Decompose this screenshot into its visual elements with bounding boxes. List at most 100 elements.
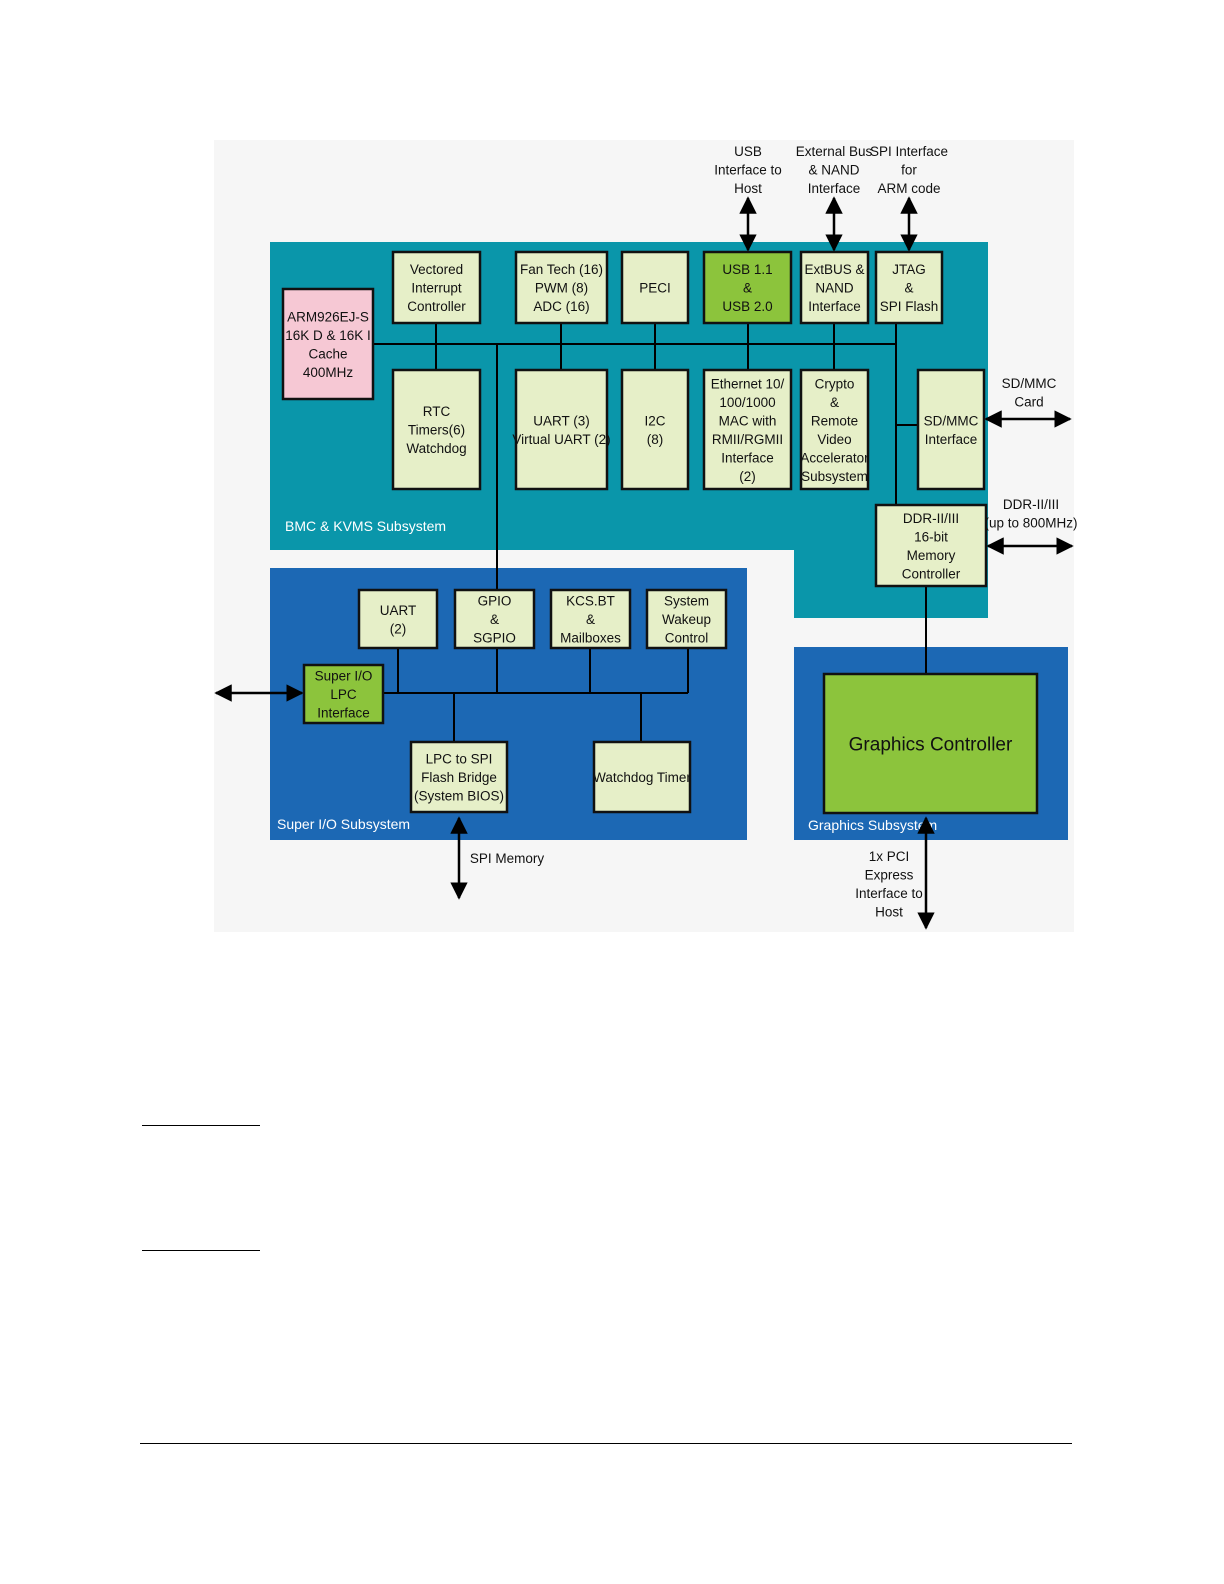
bmc-region-label: BMC & KVMS Subsystem [285, 518, 446, 534]
pci-line-3: Interface to [855, 886, 923, 901]
jtag-line-1: JTAG [892, 262, 926, 277]
uart2-box [357, 588, 439, 650]
usb-line-2: & [743, 281, 752, 296]
kcs-line-2: & [586, 612, 595, 627]
superio-lpc-box [302, 663, 385, 725]
uart3-line-1: UART (3) [533, 413, 590, 428]
fan-line-1: Fan Tech (16) [520, 262, 603, 277]
usb-block: USB 1.1 & USB 2.0 [702, 250, 793, 325]
pci-line-1: 1x PCI [869, 849, 910, 864]
sdmmc-box [916, 368, 986, 491]
pci-line-4: Host [875, 905, 903, 920]
arm-line-2: 16K D & 16K I [285, 328, 371, 343]
fan-line-2: PWM (8) [535, 281, 588, 296]
rtc-box [391, 368, 482, 491]
ddr-line-2: 16-bit [914, 529, 948, 544]
external-arrows [214, 196, 1074, 930]
ext-bus-line-1: External Bus [796, 144, 873, 159]
watchdog-box [592, 740, 692, 814]
crypto-line-3: Remote [811, 413, 858, 428]
spi-arm-line-1: SPI Interface [870, 144, 948, 159]
ddr-ext-line-1: DDR-II/III [1003, 497, 1059, 512]
spi-arm-line-3: ARM code [877, 181, 940, 196]
arm-line-3: Cache [308, 346, 347, 361]
kcs-box [549, 588, 632, 650]
gpio-line-2: & [490, 612, 499, 627]
ddr-line-3: Memory [907, 548, 956, 563]
rtc-line-2: Timers(6) [408, 423, 465, 438]
crypto-line-2: & [830, 395, 839, 410]
ethernet-line-4: RMII/RGMII [712, 432, 783, 447]
ethernet-line-5: Interface [721, 450, 774, 465]
spi-arm-line-2: for [901, 163, 917, 178]
graphics-box [822, 672, 1039, 815]
rtc-block: RTC Timers(6) Watchdog [391, 368, 482, 491]
lpc-spi-box [409, 740, 509, 814]
vic-line-1: Vectored [410, 262, 463, 277]
ddr-line-1: DDR-II/III [903, 511, 959, 526]
jtag-line-2: & [904, 281, 913, 296]
arm-box [281, 287, 375, 401]
gpio-box [453, 588, 536, 650]
usb-line-3: USB 2.0 [722, 299, 772, 314]
peci-block: PECI [620, 250, 690, 325]
usb-line-1: USB 1.1 [722, 262, 772, 277]
wakeup-line-1: System [664, 594, 709, 609]
graphics-block: Graphics Controller [822, 672, 1039, 815]
crypto-line-1: Crypto [815, 376, 855, 391]
graphics-region-label: Graphics Subsystem [808, 817, 937, 833]
vic-line-2: Interrupt [411, 281, 462, 296]
ethernet-line-6: (2) [739, 469, 756, 484]
lpc-spi-block: LPC to SPI Flash Bridge (System BIOS) [409, 740, 509, 814]
extbus-block: ExtBUS & NAND Interface [799, 250, 870, 325]
wakeup-line-2: Wakeup [662, 612, 711, 627]
pci-line-2: Express [865, 868, 914, 883]
peci-line-1: PECI [639, 281, 671, 296]
extbus-line-2: NAND [815, 281, 854, 296]
vic-box [391, 250, 482, 325]
wakeup-box [645, 588, 728, 650]
superio-lpc-line-3: Interface [317, 706, 370, 721]
ethernet-box [702, 368, 793, 491]
gpio-block: GPIO & SGPIO [453, 588, 536, 650]
spi-memory-label: SPI Memory [470, 851, 545, 866]
gpio-line-3: SGPIO [473, 631, 516, 646]
uart3-line-2: Virtual UART (2) [512, 432, 610, 447]
graphics-line-1: Graphics Controller [849, 735, 1013, 756]
uart2-block: UART(2) [357, 588, 439, 650]
gpio-line-1: GPIO [478, 594, 512, 609]
vic-line-3: Controller [407, 299, 466, 314]
sdmmc-line-1: SD/MMC [924, 413, 979, 428]
jtag-line-3: SPI Flash [880, 299, 939, 314]
short-rule-1 [142, 1125, 260, 1126]
sd-card-line-1: SD/MMC [1002, 376, 1057, 391]
lpc-spi-line-2: Flash Bridge [421, 770, 497, 785]
sd-card-line-2: Card [1014, 395, 1043, 410]
i2c-line-1: I2C [644, 413, 665, 428]
usb-host-line-3: Host [734, 181, 762, 196]
rtc-line-1: RTC [423, 404, 451, 419]
bus-lines [373, 323, 927, 742]
extbus-line-1: ExtBUS & [804, 262, 864, 277]
lpc-spi-line-1: LPC to SPI [426, 752, 493, 767]
crypto-line-6: Subsystem [801, 469, 868, 484]
extbus-line-3: Interface [808, 299, 861, 314]
fan-line-3: ADC (16) [533, 299, 589, 314]
ddr-ext-line-2: (up to 800MHz) [984, 516, 1077, 531]
rtc-line-3: Watchdog [406, 441, 466, 456]
uart3-block: UART (3) Virtual UART (2) [512, 368, 611, 491]
jtag-block: JTAG & SPI Flash [874, 250, 944, 325]
i2c-line-2: (8) [647, 432, 664, 447]
lpc-spi-line-3: (System BIOS) [414, 789, 504, 804]
